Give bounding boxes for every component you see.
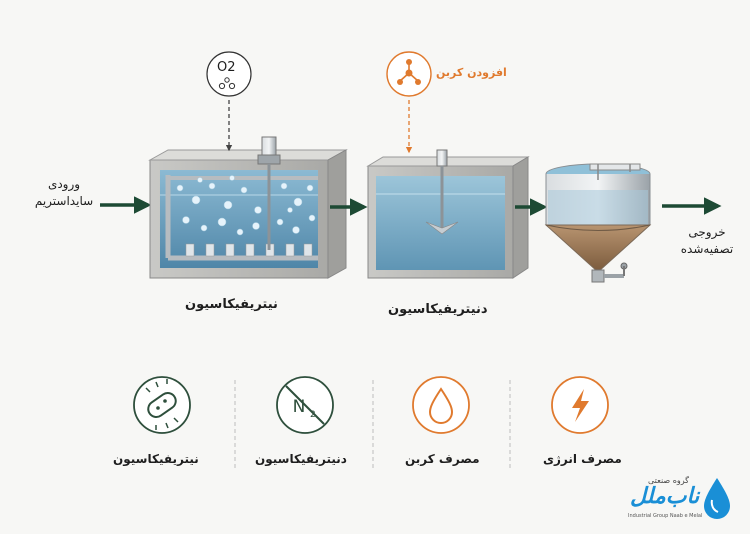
- outlet-line1: خروجی: [688, 225, 726, 239]
- inlet-line1: ورودی: [47, 177, 81, 191]
- nitrification-label: نیتریفیکاسیون: [185, 297, 278, 312]
- logo-english: Industrial Group Naab e Melal: [628, 513, 703, 519]
- carbon-molecule-icon: [386, 51, 432, 97]
- logo-name: ناب‌ملل: [630, 484, 700, 509]
- brand-logo-droplet-icon: [704, 478, 730, 519]
- inlet-line2: سایداستریم: [34, 194, 94, 208]
- oxygen-badge-icon: [206, 51, 252, 97]
- feature-label-denitrification: دنیتریفیکاسیون: [255, 452, 347, 466]
- logo-top-text: گروه صنعتی: [648, 476, 689, 485]
- bacteria-icon: [133, 376, 191, 434]
- no-n2-icon: N 2: [276, 376, 334, 434]
- denitrification-label: دنیتریفیکاسیون: [388, 302, 488, 317]
- feature-label-energy-use: مصرف انرژی: [543, 452, 622, 466]
- feature-dividers: [234, 380, 511, 470]
- feature-label-nitrification: نیتریفیکاسیون: [113, 452, 199, 466]
- inlet-label: ورودی سایداستریم: [32, 176, 96, 210]
- outlet-label: خروجی تصفیه‌شده: [674, 224, 740, 258]
- nitrification-tank: [148, 136, 348, 279]
- svg-text:2: 2: [310, 410, 316, 420]
- denitrification-tank: [366, 149, 530, 279]
- outlet-line2: تصفیه‌شده: [680, 242, 734, 256]
- feature-label-carbon-use: مصرف کربن: [405, 452, 480, 466]
- lightning-icon: [551, 376, 609, 434]
- droplet-icon: [412, 376, 470, 434]
- carbon-label: افزودن کربن: [436, 66, 507, 79]
- oxygen-label: O2: [217, 60, 236, 75]
- clarifier-tank: [544, 163, 652, 283]
